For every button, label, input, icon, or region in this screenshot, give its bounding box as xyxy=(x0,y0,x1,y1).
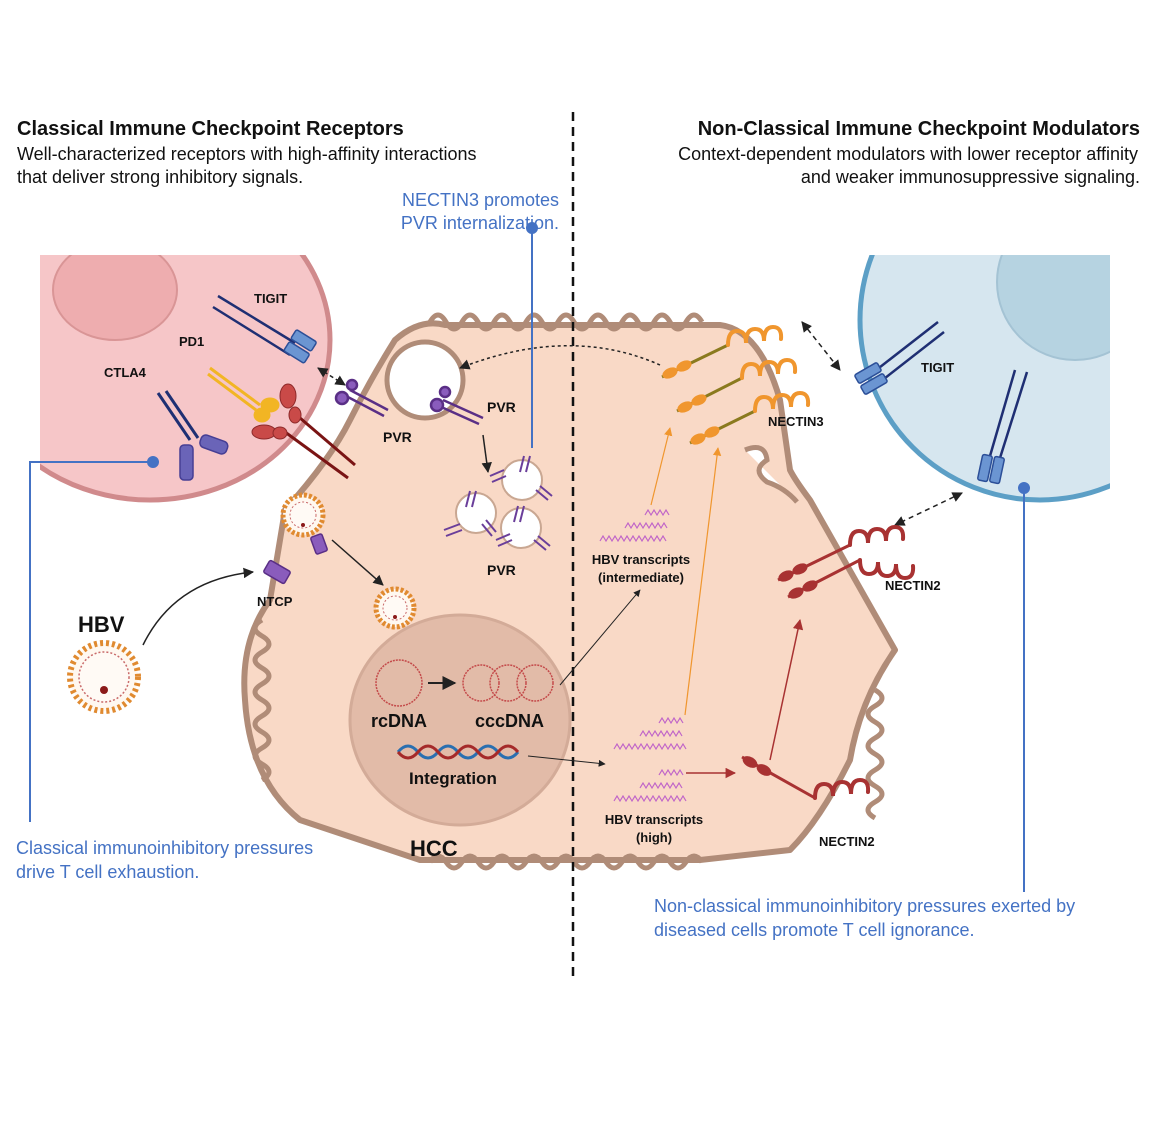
nectin3-tigit-arrow xyxy=(801,321,841,371)
ctla4-receptor xyxy=(156,390,229,481)
label-cccdna: cccDNA xyxy=(475,711,544,731)
label-nectin3: NECTIN3 xyxy=(768,414,824,429)
note-classical-line1: Classical immunoinhibitory pressures xyxy=(16,838,314,858)
note-nectin3-line1: NECTIN3 promotes xyxy=(401,190,559,210)
left-panel-subtitle-line2: that deliver strong inhibitory signals. xyxy=(17,167,304,187)
nectin3-pvr-arrow xyxy=(459,344,661,370)
label-pvr-vesicles: PVR xyxy=(487,562,516,578)
note-classical-line2: drive T cell exhaustion. xyxy=(16,862,200,882)
pd1-receptor xyxy=(207,366,280,423)
label-ntcp: NTCP xyxy=(257,594,293,609)
nectin3-molecules xyxy=(661,324,811,445)
label-transcripts-mid-1: HBV transcripts xyxy=(592,552,690,567)
label-pd1: PD1 xyxy=(179,334,204,349)
label-transcripts-high-1: HBV transcripts xyxy=(605,812,703,827)
nectin2-molecules-top xyxy=(777,524,916,599)
rcdna-icon xyxy=(375,659,423,707)
tigit-receptor-right-1 xyxy=(854,321,945,395)
label-transcripts-mid-2: (intermediate) xyxy=(598,570,684,585)
t-cell-left xyxy=(40,255,333,503)
transcripts-high-icon xyxy=(613,716,687,803)
label-nectin2-top: NECTIN2 xyxy=(885,578,941,593)
pdl1-ligand xyxy=(251,383,356,480)
transcripts-intermediate-icon xyxy=(599,508,670,543)
label-integration: Integration xyxy=(409,769,497,788)
tigit-pvr-interaction-arrow xyxy=(317,367,346,386)
tigit-receptor-right-2 xyxy=(977,369,1029,485)
pvr-surface xyxy=(334,378,389,418)
ntcp-receptor xyxy=(263,559,291,585)
note-nonclassical-line2: diseased cells promote T cell ignorance. xyxy=(654,920,975,940)
label-hbv: HBV xyxy=(78,612,125,637)
right-panel-title: Non-Classical Immune Checkpoint Modulato… xyxy=(697,118,1140,140)
integration-dna-icon xyxy=(396,744,520,760)
hbv-virion-entry xyxy=(280,492,326,538)
label-hcc: HCC xyxy=(410,836,458,861)
hbv-virion-free xyxy=(67,640,141,714)
tigit-receptor-left xyxy=(212,294,317,364)
right-panel-subtitle-line1: Context-dependent modulators with lower … xyxy=(678,144,1138,164)
cccdna-icon xyxy=(462,664,554,702)
pvr-vesicles xyxy=(455,459,543,549)
hcc-cell xyxy=(241,312,898,871)
label-rcdna: rcDNA xyxy=(371,711,427,731)
label-nectin2-bottom: NECTIN2 xyxy=(819,834,875,849)
callout-lines xyxy=(29,222,1030,892)
t-cell-right xyxy=(857,255,1110,503)
label-ctla4: CTLA4 xyxy=(104,365,147,380)
label-pvr-surface: PVR xyxy=(383,429,412,445)
hbv-entry-arrow xyxy=(142,567,255,646)
hbv-virion-internal xyxy=(373,586,417,630)
right-panel-subtitle-line2: and weaker immunosuppressive signaling. xyxy=(800,167,1140,187)
pvr-pocket xyxy=(429,385,484,426)
left-panel-title: Classical Immune Checkpoint Receptors xyxy=(17,118,404,140)
nectin2-tigit-arrow xyxy=(894,492,963,526)
note-nonclassical-line1: Non-classical immunoinhibitory pressures… xyxy=(654,896,1076,916)
label-tigit-right: TIGIT xyxy=(921,360,954,375)
label-pvr-pocket: PVR xyxy=(487,399,516,415)
label-tigit-left: TIGIT xyxy=(254,291,287,306)
note-nectin3-line2: PVR internalization. xyxy=(400,213,559,233)
nectin2-molecule-bottom xyxy=(741,755,871,800)
label-transcripts-high-2: (high) xyxy=(636,830,672,845)
left-panel-subtitle-line1: Well-characterized receptors with high-a… xyxy=(17,144,477,164)
